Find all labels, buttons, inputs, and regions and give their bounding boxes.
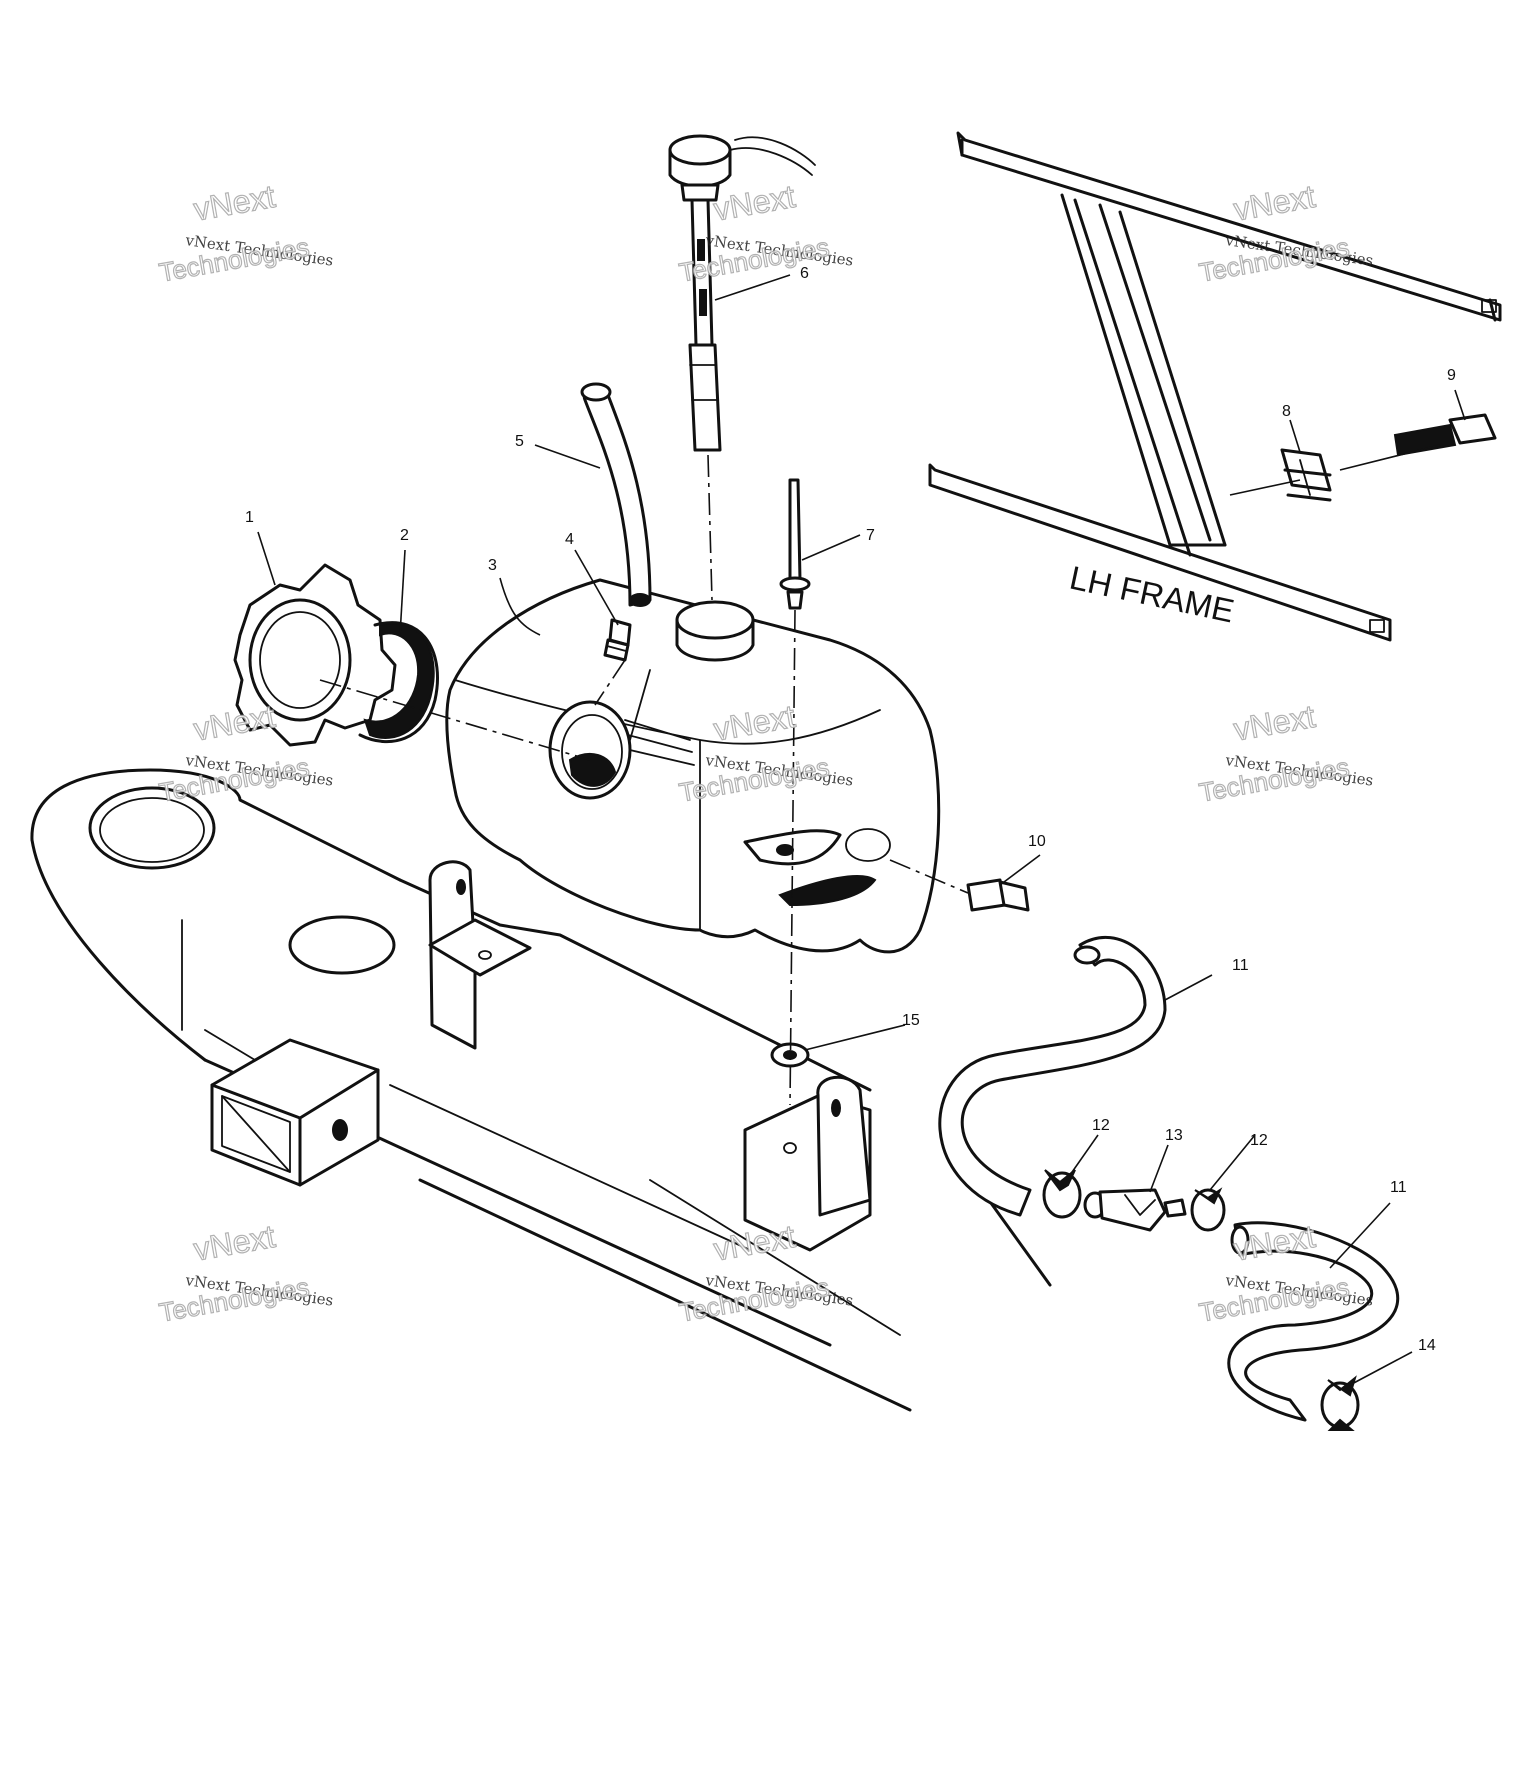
callout-12-left: 12 — [1092, 1117, 1110, 1134]
hose-clamp-2 — [1190, 1187, 1226, 1232]
centerlines — [319, 444, 1441, 1106]
callout-6: 6 — [800, 265, 809, 282]
callout-12-right: 12 — [1250, 1132, 1268, 1149]
leader-lines — [257, 274, 1466, 1386]
callout-14: 14 — [1418, 1337, 1436, 1354]
watermark-line2: vNext — [191, 1218, 278, 1268]
callout-10: 10 — [1028, 833, 1046, 850]
oil-cap — [233, 563, 397, 747]
callout-11-upper: 11 — [1232, 957, 1249, 974]
callout-11-lower: 11 — [1390, 1179, 1407, 1196]
watermark-line2: vNext — [1231, 698, 1318, 748]
oil-hose-upper — [938, 935, 1167, 1217]
receiver-tube — [210, 1038, 380, 1187]
frame-label: LH FRAME — [1067, 559, 1238, 630]
watermark: vNext vNext Technologies Technologies — [156, 1217, 334, 1328]
oil-tank — [445, 578, 941, 954]
breather-hose — [580, 382, 652, 607]
callouts: 1 2 3 4 5 6 7 8 9 10 11 11 12 12 13 14 1… — [245, 265, 1456, 1354]
callout-7: 7 — [866, 527, 875, 544]
mounting-bracket-left — [428, 860, 532, 1050]
inline-filter — [1083, 1188, 1187, 1232]
watermark: vNext vNext Technologies Technologies — [156, 177, 334, 288]
callout-9: 9 — [1447, 367, 1456, 384]
dipstick-sender — [668, 134, 816, 452]
callout-1: 1 — [245, 509, 254, 526]
fitting-10 — [966, 878, 1030, 912]
hose-clamp-1 — [1042, 1169, 1082, 1219]
hose-clamp-3 — [1320, 1375, 1360, 1431]
watermark: vNext vNext Technologies Technologies — [1196, 697, 1374, 808]
callout-8: 8 — [1282, 403, 1291, 420]
oil-hose-lower — [1227, 1221, 1400, 1422]
lh-frame — [928, 131, 1502, 642]
gasket — [358, 621, 439, 744]
screw — [1393, 413, 1497, 457]
drain-screen — [779, 478, 811, 610]
watermark-line2: vNext — [191, 698, 278, 748]
hose-clip — [1280, 448, 1332, 502]
watermark-line2: vNext — [1231, 178, 1318, 228]
callout-13: 13 — [1165, 1127, 1183, 1144]
mounting-bracket-right — [743, 1075, 872, 1252]
watermark: vNext vNext Technologies Technologies — [1196, 177, 1374, 288]
callout-2: 2 — [400, 527, 409, 544]
watermark-line2: vNext — [711, 178, 798, 228]
callout-5: 5 — [515, 433, 524, 450]
callout-4: 4 — [565, 531, 574, 548]
watermark-line2: vNext — [191, 178, 278, 228]
callout-3: 3 — [488, 557, 497, 574]
callout-15: 15 — [902, 1012, 920, 1029]
